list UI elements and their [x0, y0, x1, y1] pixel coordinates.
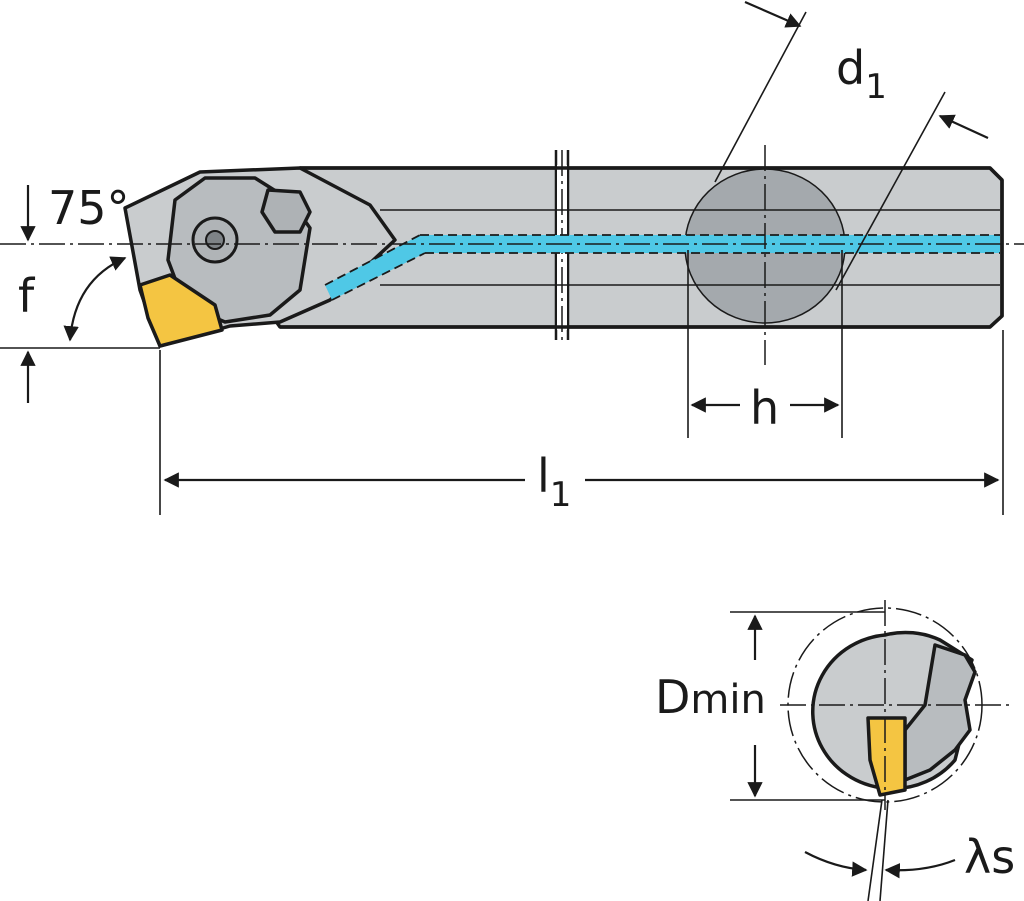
- angle-label: 75°: [48, 181, 130, 235]
- end-view-head: [903, 643, 977, 782]
- h-dimension: h: [687, 250, 843, 438]
- angle-dimension: 75°: [48, 181, 130, 342]
- d1-label: d1: [836, 41, 887, 107]
- l1-dimension: l1: [159, 330, 1004, 515]
- f-label: f: [18, 269, 36, 323]
- h-label: h: [750, 381, 779, 435]
- end-view: Dmin λs: [655, 600, 1015, 901]
- dmin-label: Dmin: [655, 670, 766, 724]
- end-view-insert: [866, 716, 907, 797]
- l1-label: l1: [537, 449, 571, 515]
- clamp-lever: [260, 188, 312, 234]
- side-view: [0, 145, 1024, 365]
- cutting-insert: [138, 273, 224, 348]
- f-dimension: f: [0, 185, 160, 403]
- clamp-screw-socket: [205, 230, 225, 250]
- d1-dimension: d1: [714, 0, 989, 291]
- lambda-label: λs: [964, 830, 1015, 884]
